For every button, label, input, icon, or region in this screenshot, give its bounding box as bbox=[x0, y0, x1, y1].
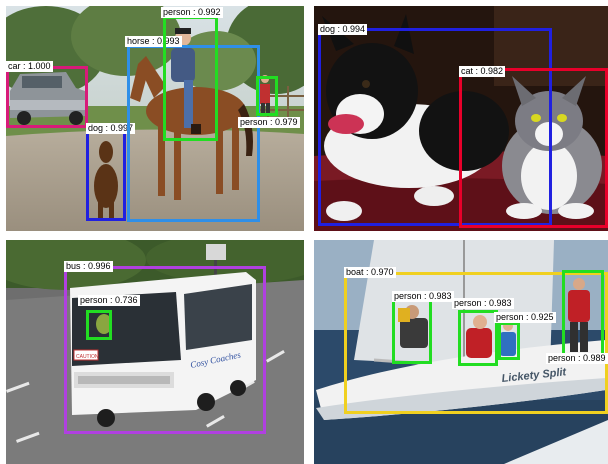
detection-label-person-4: person : 0.989 bbox=[546, 353, 608, 364]
bus-road-photo: CAUTION Cosy Coaches bbox=[6, 240, 304, 464]
detection-label-person-bystander: person : 0.979 bbox=[238, 117, 300, 128]
detection-label-person-driver: person : 0.736 bbox=[78, 295, 140, 306]
detection-label-cat: cat : 0.982 bbox=[459, 66, 506, 77]
detection-label-horse: horse : 0.993 bbox=[125, 36, 182, 47]
photo-panel-dog-cat: dog : 0.994 cat : 0.982 bbox=[314, 6, 608, 231]
detection-label-bus: bus : 0.996 bbox=[64, 261, 113, 272]
dog-cat-photo bbox=[314, 6, 608, 231]
detection-label-car: car : 1.000 bbox=[6, 61, 53, 72]
photo-panel-bus: CAUTION Cosy Coaches bus : 0.996 person … bbox=[6, 240, 304, 464]
detection-label-dog: dog : 0.994 bbox=[318, 24, 368, 35]
detection-label-person-3: person : 0.925 bbox=[494, 312, 556, 323]
detection-label-boat: boat : 0.970 bbox=[344, 267, 396, 278]
detection-label-dog: dog : 0.997 bbox=[86, 123, 136, 134]
photo-panel-horse: car : 1.000 dog : 0.997 horse : 0.993 pe… bbox=[6, 6, 304, 231]
photo-panel-sailboat: Lickety Split boat : 0.970 person : 0.98… bbox=[314, 240, 608, 464]
detection-label-person-1: person : 0.983 bbox=[392, 291, 454, 302]
detection-label-person-2: person : 0.983 bbox=[452, 298, 514, 309]
bus-front-caution-sign: CAUTION bbox=[76, 354, 99, 360]
detection-label-person-rider: person : 0.992 bbox=[161, 7, 223, 18]
